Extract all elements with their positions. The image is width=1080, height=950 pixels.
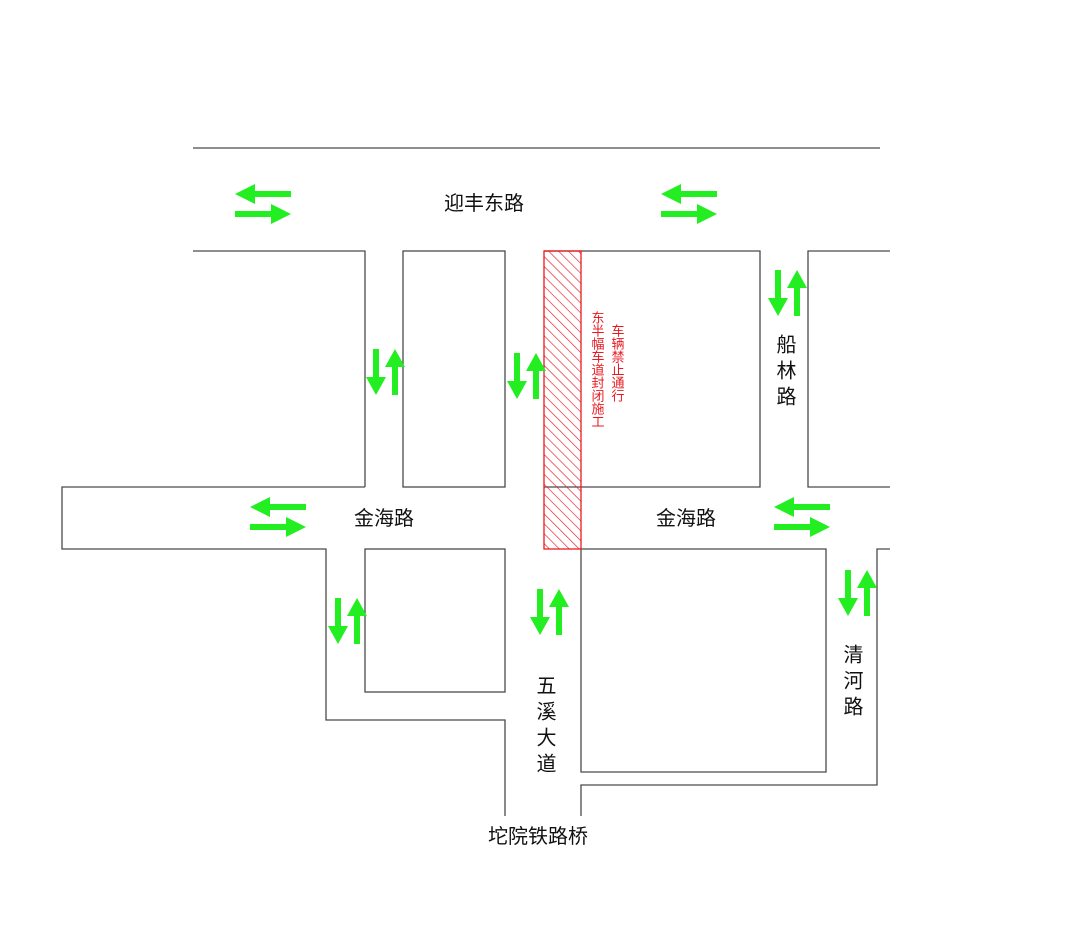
qinghe-east-boundary [580,548,890,816]
two-way-horizontal-arrow-icon [250,497,306,537]
road-label-tuoyuan-bridge: 坨院铁路桥 [488,824,588,848]
closure-zone [543,250,582,550]
road-label-jinhai-west: 金海路 [354,506,414,530]
road-label-wuxi: 五溪大道 [533,675,557,779]
two-way-vertical-arrow-icon [768,270,807,316]
road-outlines [61,147,890,816]
block-far-east-north [807,250,890,488]
two-way-vertical-arrow-icon [366,349,405,395]
block-north-middle [402,250,506,488]
road-label-yingfeng-east: 迎丰东路 [444,191,524,215]
two-way-vertical-arrow-icon [530,589,569,635]
two-way-horizontal-arrow-icon [235,184,291,224]
closure-notice-line2: 车辆禁止通行 [609,323,625,403]
two-way-vertical-arrow-icon [328,598,367,644]
two-way-vertical-arrow-icon [507,353,546,399]
two-way-vertical-arrow-icon [838,570,877,616]
block-southeast [580,548,827,773]
two-way-horizontal-arrow-icon [661,184,717,224]
road-label-chuanlin: 船林路 [773,334,797,412]
jinhai-west-boundary [61,486,506,816]
road-label-qinghe: 清河路 [840,644,864,722]
two-way-horizontal-arrow-icon [774,497,830,537]
closure-notice-line1: 东半幅车道封闭施工 [589,311,605,428]
block-northwest [193,250,366,487]
road-label-jinhai-east: 金海路 [656,506,716,530]
block-south-middle [364,548,506,693]
block-northeast [544,250,761,488]
